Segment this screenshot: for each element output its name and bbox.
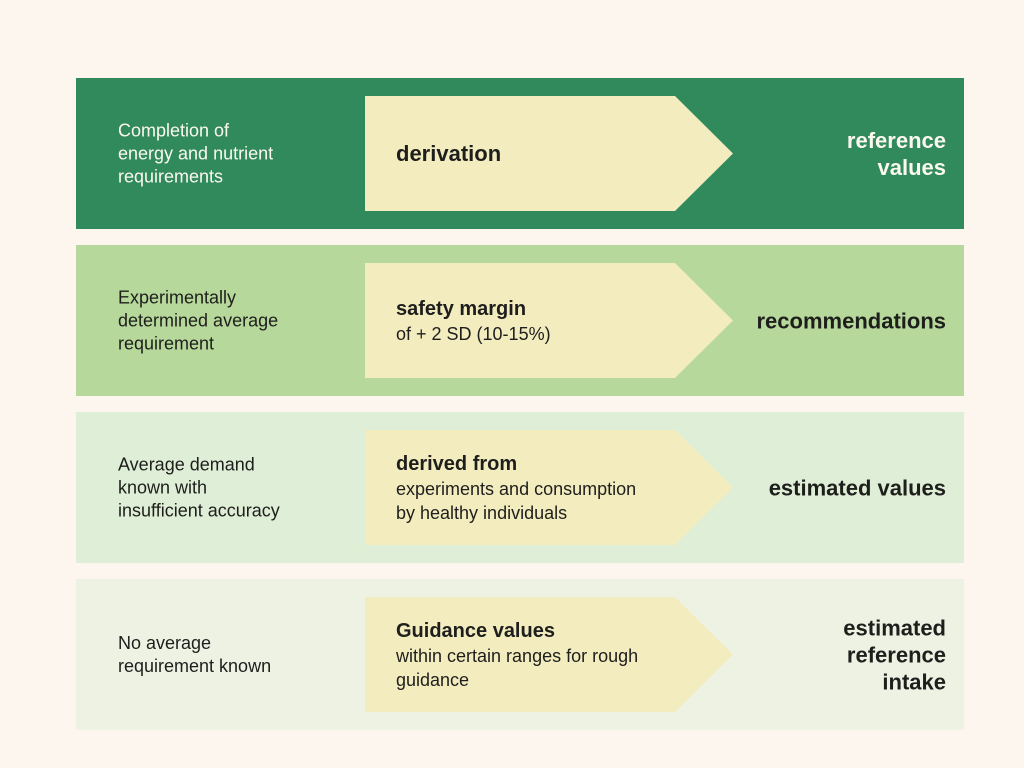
band-recommendations: Experimentally determined average requir… <box>76 245 964 396</box>
arrow-body: experiments and consumption by healthy i… <box>396 478 637 523</box>
band-right-label: estimated reference intake <box>843 615 946 694</box>
band-right-label: reference values <box>846 127 946 180</box>
arrow-title: Guidance values <box>396 619 555 642</box>
band-estimated-reference-intake: No average requirement known Guidance va… <box>76 579 964 730</box>
arrow-body: within certain ranges for rough guidance <box>396 645 639 690</box>
band-left-text: Completion of energy and nutrient requir… <box>118 120 274 186</box>
arrow-title: derived from <box>396 452 518 475</box>
arrow-shape: Guidance values within certain ranges fo… <box>365 597 733 712</box>
arrow-title: derivation <box>396 140 502 166</box>
arrow-shape: derived from experiments and consumption… <box>365 430 733 545</box>
arrow-title: safety margin <box>396 297 527 320</box>
band-left-text: Experimentally determined average requir… <box>118 287 279 353</box>
arrow-body: of + 2 SD (10-15%) <box>396 323 551 344</box>
band-right-label: recommendations <box>756 308 947 333</box>
band-reference-values: Completion of energy and nutrient requir… <box>76 78 964 229</box>
band-left-text: No average requirement known <box>118 632 272 676</box>
arrow-shape: safety margin of + 2 SD (10-15%) <box>365 263 733 378</box>
band-left-text: Average demand known with insufficient a… <box>118 454 280 520</box>
arrow-shape: derivation <box>365 96 733 211</box>
band-right-label: estimated values <box>768 475 946 500</box>
band-estimated-values: Average demand known with insufficient a… <box>76 412 964 563</box>
